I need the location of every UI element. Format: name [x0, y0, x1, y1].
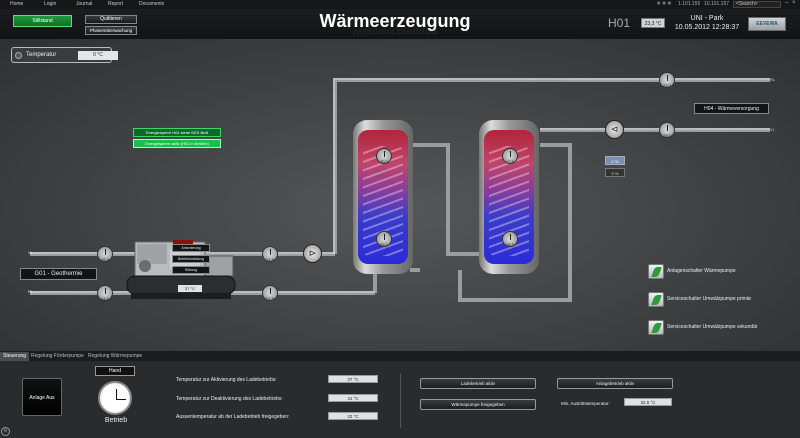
- nav-login[interactable]: Login: [44, 1, 57, 7]
- storage-tank-1: [353, 120, 413, 274]
- plant-off-button[interactable]: Anlage Aus: [22, 378, 62, 416]
- status-button[interactable]: Stillstand: [13, 15, 72, 27]
- gauge-tank2-bottom[interactable]: 26,9: [502, 231, 518, 247]
- gauge-geothermal-supply[interactable]: 15,9: [97, 246, 113, 262]
- leaf-switch-icon[interactable]: [648, 264, 664, 279]
- geothermie-label[interactable]: G01 - Geothermie: [20, 268, 97, 280]
- company-logo: EEVEWA: [748, 17, 786, 31]
- panel-divider: [400, 374, 401, 428]
- site-name: UNI - Park: [690, 15, 724, 22]
- nav-documents[interactable]: Documents: [139, 1, 165, 7]
- min-outlet-temp-label: Min. Austrittstemperatur:: [561, 401, 610, 406]
- chiller-request-label: Anforderung: [172, 244, 210, 252]
- param-outdoor-value[interactable]: 22 °C: [328, 412, 378, 420]
- temperature-panel: Temperatur 0 °C: [11, 47, 118, 63]
- temperature-value: 0 °C: [78, 51, 118, 60]
- ip-address: 10.101.157: [704, 1, 730, 7]
- tab-regelung-foerderpumpe[interactable]: Regelung Förderpumpe: [31, 353, 84, 359]
- pipe-flow-marker: VL: [28, 250, 33, 255]
- energy-lock-active-indicator: Energiesperre aktiv (H01 in Betrieb): [133, 139, 221, 148]
- heat-pump-unit-icon: [126, 240, 236, 299]
- param-outdoor-label: Aussentemperatur ab der Ladebetrieb frei…: [176, 414, 290, 420]
- energy-lock-toggle[interactable]: Energiesperre H01 wenn KES läuft: [133, 128, 221, 137]
- valve-position-1: 0 %: [605, 156, 625, 165]
- param-activation-value[interactable]: 37 °C: [328, 375, 378, 383]
- unit-code: H01: [608, 16, 631, 30]
- heat-supply-label[interactable]: H04 - Wärmeversorgung: [694, 103, 769, 114]
- pipe-return-label: RL: [770, 77, 776, 82]
- param-activation-label: Temperatur zur Aktivierung des Ladebetri…: [176, 377, 277, 383]
- gauge-tank1-top[interactable]: 30,0: [376, 148, 392, 164]
- pipe-return-marker: RL: [28, 289, 34, 294]
- site-info: UNI - Park 10.05.2012 12:28:37: [672, 14, 742, 32]
- charging-active-indicator[interactable]: Ladebetrieb aktiv: [420, 378, 536, 389]
- param-deactivation-value[interactable]: 41 °C: [328, 394, 378, 402]
- gauge-return-top[interactable]: 23,0: [659, 72, 675, 88]
- leaf-switch-icon[interactable]: [648, 320, 664, 335]
- chiller-status-label: Betriebsmeldung: [172, 255, 210, 263]
- tab-bar: Steuerung Regelung Förderpumpe Regelung …: [0, 351, 800, 361]
- gauge-tank2-top[interactable]: 27,5: [502, 148, 518, 164]
- nav-journal[interactable]: Journal: [76, 1, 93, 7]
- gauge-geothermal-return[interactable]: 14,1: [97, 285, 113, 301]
- min-outlet-temp-value[interactable]: 32,5 °C: [624, 398, 672, 406]
- gauge-heatpump-outlet[interactable]: 21,9: [262, 246, 278, 262]
- status-indicator-icon: [15, 52, 22, 59]
- valve-position-2: 0 %: [605, 168, 625, 177]
- datetime: 10.05.2012 12:28:37: [674, 24, 740, 31]
- minimize-icon[interactable]: –: [785, 0, 789, 6]
- clock-icon: [98, 381, 132, 415]
- nav-report[interactable]: Report: [108, 1, 124, 7]
- phase-monitoring-button[interactable]: Phasenüberwachung: [85, 26, 137, 35]
- top-nav-bar: Home Login Journal Report Documents ★★★ …: [0, 0, 800, 9]
- manual-mode-button[interactable]: Hand: [95, 366, 135, 376]
- leaf-switch-icon[interactable]: [648, 292, 664, 307]
- tab-steuerung[interactable]: Steuerung: [0, 352, 30, 361]
- operation-mode-label: Betrieb: [104, 417, 128, 424]
- plant-operation-indicator[interactable]: Anlagebetrieb aktiv: [557, 378, 673, 389]
- param-deactivation-label: Temperatur zur Deaktivierung des Ladebet…: [176, 396, 283, 402]
- circulation-pump-primary-icon[interactable]: ⊳: [303, 244, 322, 263]
- chiller-fault-label: Störung: [172, 266, 210, 274]
- temperature-label: Temperatur: [26, 52, 57, 58]
- unit-temperature: 23,3 °C: [641, 18, 665, 28]
- chiller-temperature: 37 °C: [178, 285, 202, 292]
- circulation-pump-secondary-icon[interactable]: ⊲: [605, 120, 624, 139]
- rating-stars-icon: ★★★: [656, 1, 673, 7]
- acknowledge-button[interactable]: Quittieren: [85, 15, 137, 24]
- pipe-flow-label: VL: [770, 127, 775, 132]
- heatpump-enabled-indicator[interactable]: Wärmepumpe freigegeben: [420, 399, 536, 410]
- nav-home[interactable]: Home: [10, 1, 24, 7]
- tab-regelung-waermepumpe[interactable]: Regelung Wärmepumpe: [88, 353, 143, 359]
- gauge-flow-right[interactable]: 28,0: [659, 122, 675, 138]
- version-label: 1.101.155: [678, 1, 701, 7]
- close-icon[interactable]: ×: [792, 0, 796, 6]
- page-title: Wärmeerzeugung: [319, 11, 471, 31]
- gauge-tank1-bottom[interactable]: 26,0: [376, 231, 392, 247]
- search-input[interactable]: <Search>: [733, 1, 781, 8]
- storage-tank-2: [479, 120, 539, 274]
- settings-icon[interactable]: ⚙: [1, 427, 10, 436]
- gauge-heatpump-return[interactable]: 21,9: [262, 285, 278, 301]
